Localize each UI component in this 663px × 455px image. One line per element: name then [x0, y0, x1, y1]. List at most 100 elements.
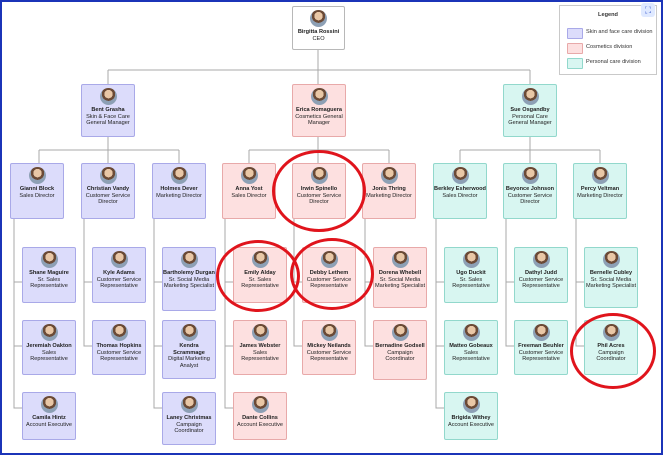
person-name: Freeman Beuhler [518, 343, 564, 349]
person-name: Percy Veltman [580, 186, 620, 192]
staff-card[interactable]: Bartholemy Durgan Sr. Social Media Marke… [162, 247, 216, 311]
legend: Legend Skin and face care division Cosme… [559, 5, 657, 75]
fit-to-screen-icon[interactable]: ⛶ [641, 3, 655, 17]
director-card[interactable]: Berkley Esherwood Sales Director [433, 163, 487, 219]
person-name: Dorena Whebell [378, 270, 422, 276]
person-name: Laney Christmas [166, 415, 212, 421]
person-name: Holmes Dever [160, 186, 198, 192]
staff-card[interactable]: Mickey Neilands Customer Service Represe… [302, 320, 356, 375]
gm-card[interactable]: Bent Grasha Skin & Face Care General Man… [81, 84, 135, 137]
person-title: Sales Representative [452, 349, 490, 363]
staff-card[interactable]: Matteo Gobeaux Sales Representative [444, 320, 498, 375]
person-title: Digital Marketing Analyst [168, 356, 210, 369]
avatar [180, 251, 198, 268]
person-title: Marketing Director [366, 192, 412, 199]
person-title: Sales Representative [241, 349, 279, 363]
director-card[interactable]: Holmes Dever Marketing Director [152, 163, 206, 219]
person-title: Sales Director [19, 192, 55, 199]
avatar [591, 167, 609, 184]
person-name: Camila Hintz [32, 415, 66, 421]
avatar [532, 251, 550, 268]
person-title: Marketing Director [577, 192, 623, 199]
director-card[interactable]: Percy Veltman Marketing Director [573, 163, 627, 219]
person-name: Birgitta Rossini [297, 29, 340, 35]
person-title: Marketing Director [156, 192, 202, 199]
person-title: Account Executive [447, 421, 495, 428]
avatar [180, 396, 198, 413]
gm-card[interactable]: Sue Osgandby Personal Care General Manag… [503, 84, 557, 137]
person-title: Sr. Sales Representative [30, 276, 68, 290]
person-name: Brigida Withey [451, 415, 491, 421]
director-card[interactable]: Anna Yost Sales Director [222, 163, 276, 219]
person-name: Beyonce Johnson [505, 186, 555, 192]
avatar [40, 324, 58, 341]
staff-card[interactable]: James Webster Sales Representative [233, 320, 287, 375]
avatar [251, 396, 269, 413]
avatar [251, 324, 269, 341]
director-card[interactable]: Gianni Block Sales Director [10, 163, 64, 219]
avatar [310, 88, 328, 105]
legend-label: Skin and face care division [586, 29, 653, 35]
person-title: Personal Care General Manager [508, 113, 552, 127]
legend-label: Personal care division [586, 59, 641, 65]
gm-card[interactable]: Erica Romaguera Cosmetics General Manage… [292, 84, 346, 137]
staff-card[interactable]: Freeman Beuhler Customer Service Represe… [514, 320, 568, 375]
person-title: Sr. Social Media Marketing Specialist [374, 276, 426, 290]
avatar [240, 167, 258, 184]
staff-card[interactable]: Kyle Adams Customer Service Representati… [92, 247, 146, 303]
avatar [451, 167, 469, 184]
staff-card[interactable]: Dathyl Judd Customer Service Representat… [514, 247, 568, 303]
avatar [28, 167, 46, 184]
person-title: Campaign Coordinator [385, 349, 415, 363]
staff-card[interactable]: Brigida Withey Account Executive [444, 392, 498, 440]
avatar [310, 10, 327, 27]
staff-card[interactable]: Bernadine Godsell Campaign Coordinator [373, 320, 427, 380]
staff-card[interactable]: Dorena Whebell Sr. Social Media Marketin… [373, 247, 427, 308]
person-name: Matteo Gobeaux [449, 343, 493, 349]
staff-card[interactable]: Laney Christmas Campaign Coordinator [162, 392, 216, 445]
person-name: Mickey Neilands [307, 343, 351, 349]
person-title: Sr. Social Media Marketing Specialist [163, 276, 215, 290]
director-card[interactable]: Beyonce Johnson Customer Service Directo… [503, 163, 557, 219]
staff-card[interactable]: Kendra Scrammage Digital Marketing Analy… [162, 320, 216, 379]
person-name: Dathyl Judd [524, 270, 557, 276]
highlight-circle [570, 313, 656, 389]
staff-card[interactable]: Ugo Duckit Sr. Sales Representative [444, 247, 498, 303]
highlight-circle [290, 238, 374, 310]
ceo-card[interactable]: Birgitta Rossini CEO [292, 6, 345, 50]
staff-card[interactable]: Thomas Hopkins Customer Service Represen… [92, 320, 146, 375]
staff-card[interactable]: Bernelle Cubley Sr. Social Media Marketi… [584, 247, 638, 308]
staff-card[interactable]: Shane Maguire Sr. Sales Representative [22, 247, 76, 303]
avatar [602, 251, 620, 268]
director-card[interactable]: Jonis Thring Marketing Director [362, 163, 416, 219]
person-title: Sales Director [231, 192, 267, 199]
person-title: Sr. Sales Representative [452, 276, 490, 290]
director-card[interactable]: Christian Vandy Customer Service Directo… [81, 163, 135, 219]
person-title: Customer Service Representative [518, 349, 564, 363]
avatar [462, 396, 480, 413]
person-name: Thomas Hopkins [96, 343, 142, 349]
person-title: Cosmetics General Manager [295, 113, 343, 127]
person-name: Berkley Esherwood [434, 186, 486, 192]
person-name: Jeremiah Oakton [26, 343, 72, 349]
legend-label: Cosmetics division [586, 44, 633, 50]
staff-card[interactable]: Jeremiah Oakton Sales Representative [22, 320, 76, 375]
staff-card[interactable]: Camila Hintz Account Executive [22, 392, 76, 440]
person-name: Shane Maguire [29, 270, 69, 276]
legend-swatch [567, 28, 583, 39]
person-title: Customer Service Representative [96, 349, 142, 363]
avatar [391, 324, 409, 341]
person-name: Bartholemy Durgan [163, 270, 215, 276]
legend-title: Legend [598, 12, 618, 18]
person-title: Customer Service Representative [96, 276, 142, 290]
person-name: Bernadine Godsell [375, 343, 425, 349]
avatar [180, 324, 198, 341]
person-name: Erica Romaguera [295, 107, 342, 113]
person-name: Ugo Duckit [456, 270, 486, 276]
staff-card[interactable]: Dante Collins Account Executive [233, 392, 287, 440]
avatar [521, 167, 539, 184]
avatar [532, 324, 550, 341]
legend-swatch [567, 58, 583, 69]
person-name: Gianni Block [19, 186, 55, 192]
